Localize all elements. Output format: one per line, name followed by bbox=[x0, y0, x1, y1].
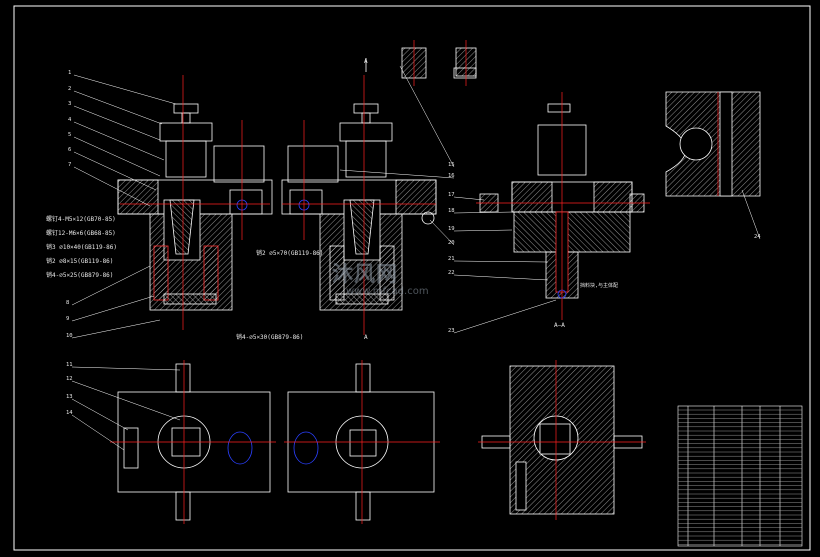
watermark-url: www.mfcad.com bbox=[346, 286, 429, 297]
leader-lines bbox=[71, 65, 761, 451]
balloon-24: 24 bbox=[754, 234, 761, 240]
balloon-1: 1 bbox=[68, 70, 72, 76]
balloon-13: 13 bbox=[66, 394, 73, 400]
leader-line bbox=[71, 414, 125, 451]
title-block bbox=[677, 405, 803, 547]
leader-line bbox=[71, 366, 181, 371]
leader-line bbox=[71, 380, 181, 421]
balloon-18: 18 bbox=[448, 208, 455, 214]
leader-line bbox=[453, 299, 557, 334]
section-mark-a-top: A bbox=[364, 58, 368, 65]
leader-line bbox=[73, 105, 161, 141]
leader-line bbox=[339, 169, 455, 179]
leader-line bbox=[73, 74, 177, 105]
leader-line bbox=[453, 260, 549, 263]
leader-line bbox=[453, 196, 485, 201]
leader-line bbox=[453, 211, 515, 214]
balloon-5: 5 bbox=[68, 132, 72, 138]
section-mark-a-bottom: A bbox=[364, 334, 368, 341]
leader-line bbox=[453, 229, 513, 232]
balloon-11: 11 bbox=[66, 362, 73, 368]
balloon-10: 10 bbox=[66, 333, 73, 339]
balloon-9: 9 bbox=[66, 316, 70, 322]
annotation-4: 销2 ∅8×15(GB119-86) bbox=[46, 258, 114, 265]
front-view-left bbox=[117, 103, 273, 311]
annotation-3: 销3 ∅10×40(GB119-86) bbox=[46, 244, 118, 251]
annotation-2: 螺钉12-M6×6(GB68-85) bbox=[46, 230, 116, 237]
balloon-6: 6 bbox=[68, 147, 72, 153]
small-part-detail bbox=[401, 47, 477, 79]
leader-line bbox=[71, 295, 155, 322]
watermark-text: 沐风网 bbox=[332, 262, 398, 286]
leader-line bbox=[73, 151, 157, 191]
annotation-6: 销2 ∅5×70(GB119-86) bbox=[256, 250, 324, 257]
annotation-5: 销4-∅5×25(GB879-86) bbox=[46, 272, 114, 279]
balloon-21: 21 bbox=[448, 256, 455, 262]
balloon-14: 14 bbox=[66, 410, 73, 416]
leader-line bbox=[73, 166, 151, 207]
leader-line bbox=[741, 189, 761, 240]
annotation-8: 挡料块,与主体配 bbox=[580, 283, 619, 289]
leader-line bbox=[71, 265, 151, 306]
balloon-22: 22 bbox=[448, 270, 455, 276]
balloon-23: 23 bbox=[448, 328, 455, 334]
balloon-7: 7 bbox=[68, 162, 72, 168]
detail-view bbox=[665, 91, 761, 197]
section-a-a-view bbox=[479, 103, 645, 299]
balloon-3: 3 bbox=[68, 101, 72, 107]
balloon-16: 16 bbox=[448, 173, 455, 179]
drawing-frame bbox=[13, 5, 811, 551]
leader-line bbox=[429, 219, 455, 246]
annotation-7: 销4-∅5×30(GB879-86) bbox=[236, 334, 304, 341]
balloon-2: 2 bbox=[68, 86, 72, 92]
leader-line bbox=[71, 319, 161, 339]
leader-line bbox=[399, 65, 455, 168]
balloon-19: 19 bbox=[448, 226, 455, 232]
title-block-rows bbox=[678, 409, 802, 545]
leader-line bbox=[453, 274, 549, 281]
balloon-12: 12 bbox=[66, 376, 73, 382]
leader-line bbox=[73, 136, 161, 177]
leader-line bbox=[71, 398, 129, 431]
balloon-15: 15 bbox=[448, 162, 455, 168]
leader-line bbox=[73, 90, 163, 125]
balloon-4: 4 bbox=[68, 117, 72, 123]
bottom-section-view bbox=[481, 365, 643, 515]
section-title-a-a: A—A bbox=[554, 322, 565, 329]
annotation-1: 螺钉4-M5×12(GB70-85) bbox=[46, 216, 116, 223]
balloon-17: 17 bbox=[448, 192, 455, 198]
balloon-8: 8 bbox=[66, 300, 70, 306]
balloon-20: 20 bbox=[448, 240, 455, 246]
leader-line bbox=[73, 121, 165, 161]
front-view-middle bbox=[281, 103, 437, 311]
